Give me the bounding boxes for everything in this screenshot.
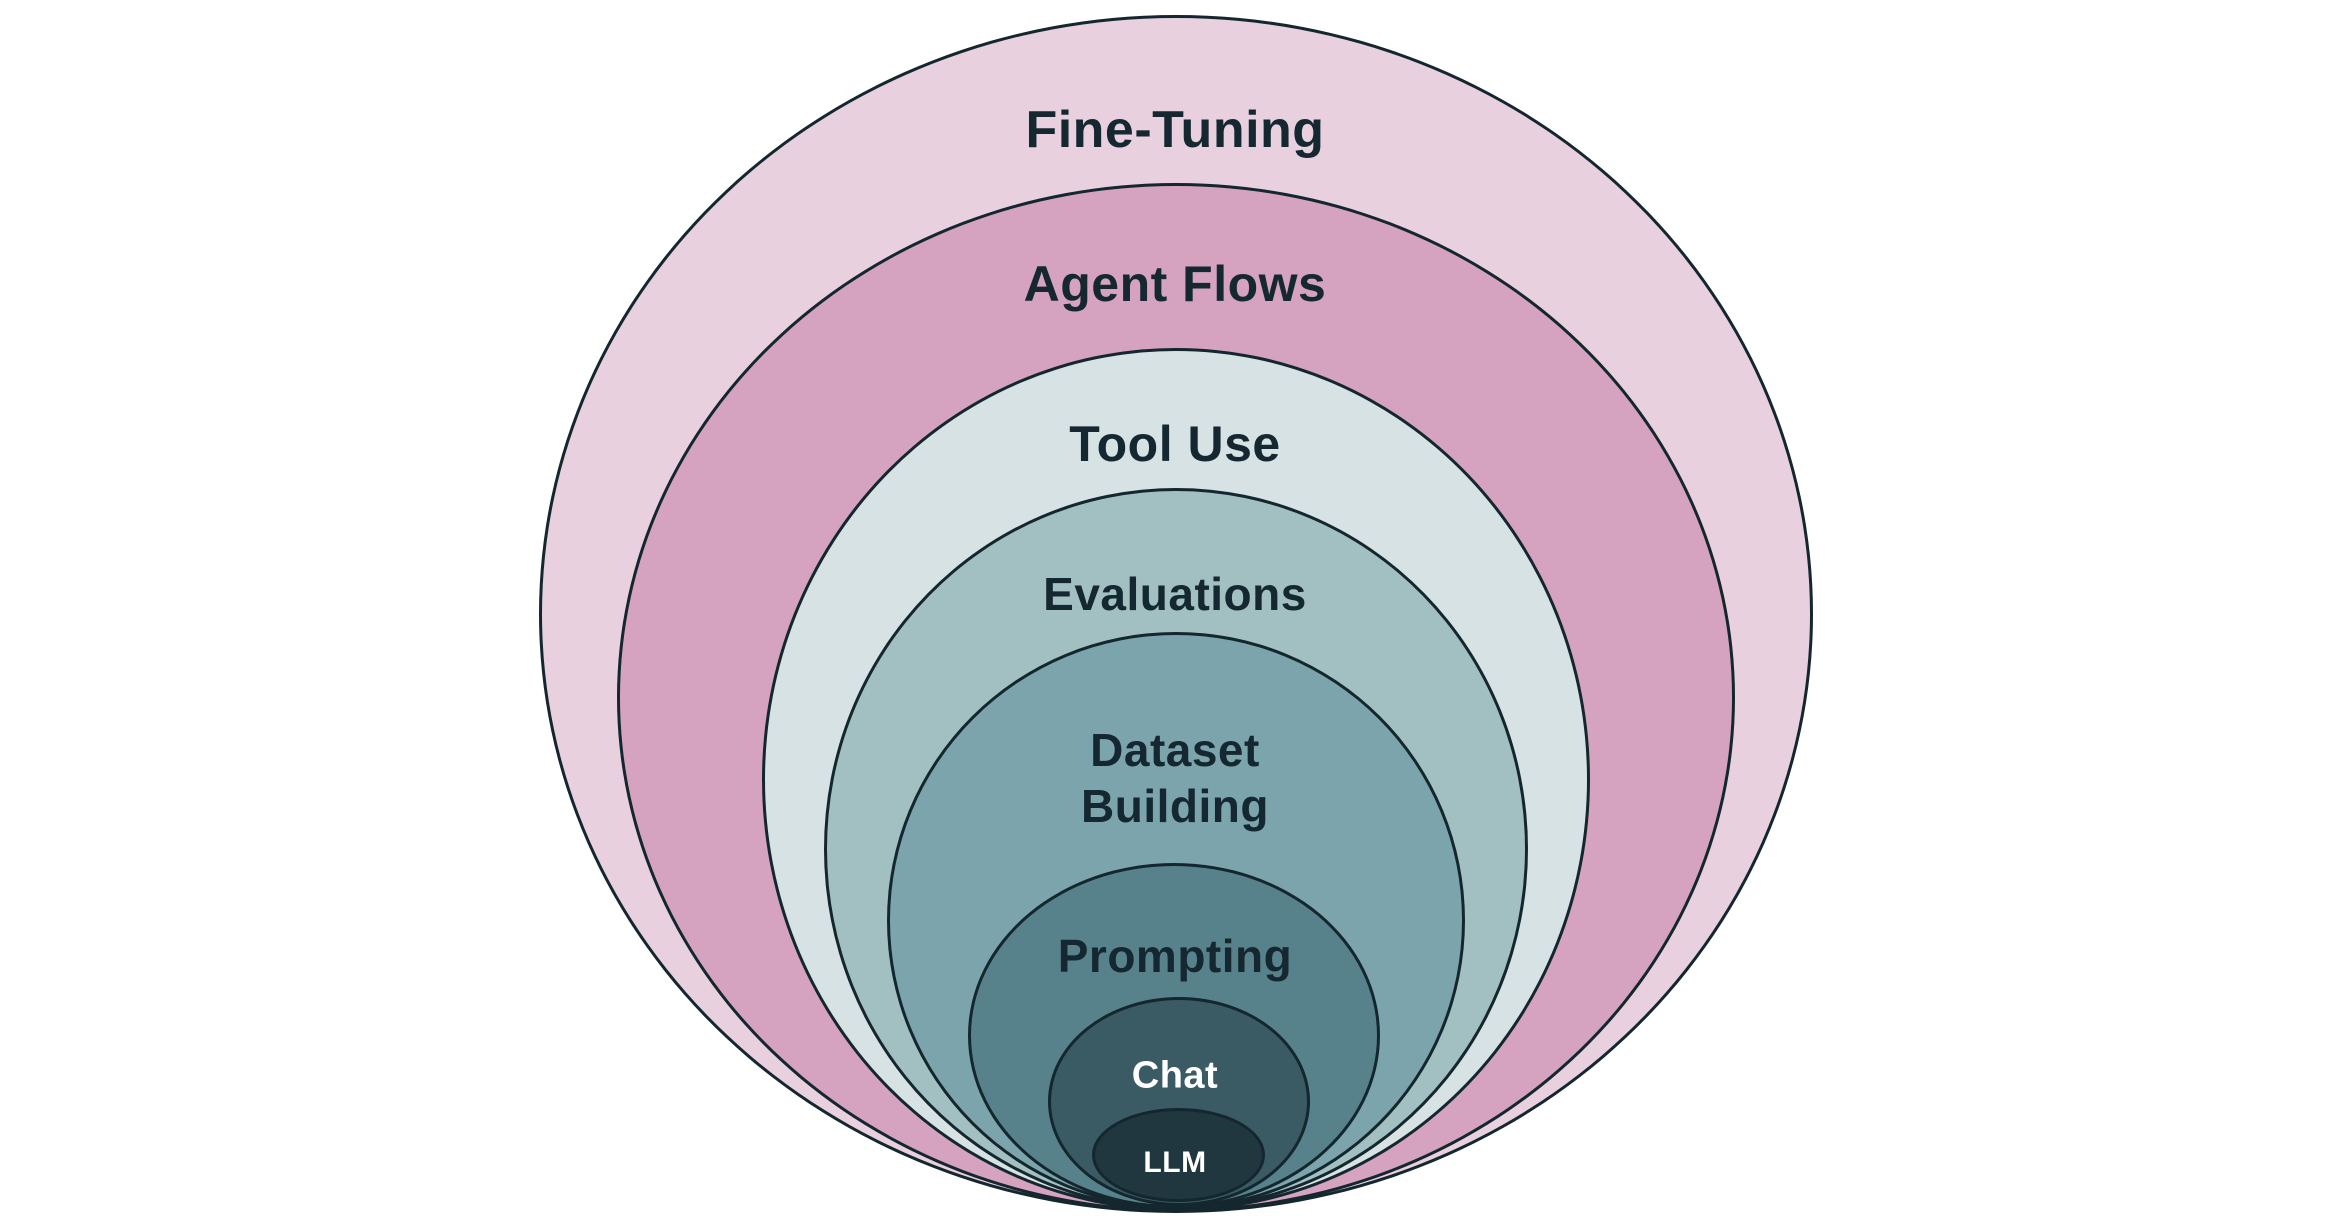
circle-chat	[1048, 997, 1310, 1206]
circle-llm	[1092, 1108, 1265, 1202]
